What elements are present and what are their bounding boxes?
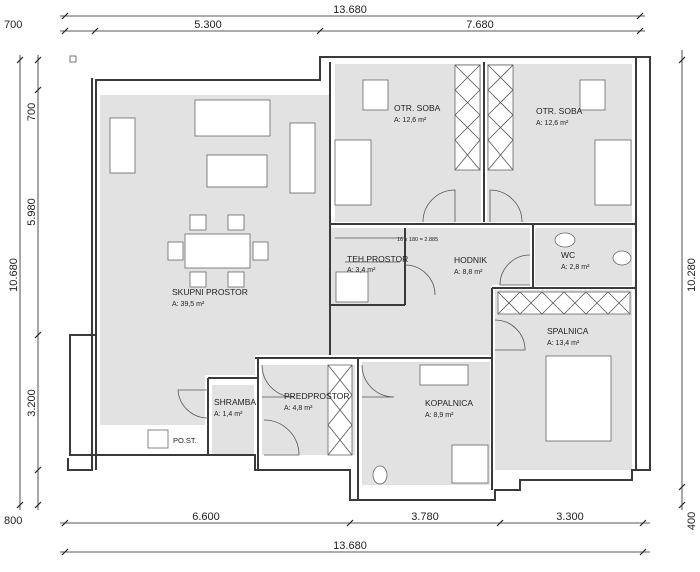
room-name: OTR. SOBA (536, 106, 583, 116)
armchair (289, 122, 316, 194)
wardrobe-1 (454, 64, 481, 171)
dim-left-total: 10.680 (8, 258, 20, 292)
room-name: SKUPNI PROSTOR (172, 287, 248, 297)
wardrobe-2 (487, 64, 514, 171)
room-name: PO.ST. (173, 436, 197, 445)
teh-unit (335, 271, 369, 303)
sink-double (419, 364, 469, 386)
desk-1 (362, 79, 389, 111)
room-name: SPALNICA (547, 326, 589, 336)
coffee-table (206, 154, 268, 188)
desk-2 (579, 79, 606, 111)
room-area: A: 4,8 m² (284, 405, 313, 412)
furniture (109, 64, 632, 485)
room-area: A: 8,8 m² (454, 269, 483, 276)
bed-1 (334, 139, 372, 206)
dim-right-total: 10.280 (686, 258, 698, 292)
wardrobe-3 (497, 291, 631, 315)
doors (177, 189, 531, 456)
dimension-lines: 13.680 700 5.300 7.680 10.680 700 5.980 … (4, 4, 698, 556)
room-name: SHRAMBA (214, 397, 256, 407)
dim-bottom-seg-3: 3.300 (556, 511, 584, 523)
room-area: A: 2,8 m² (561, 264, 590, 271)
walls (67, 56, 651, 501)
room-area: A: 12,6 m² (536, 120, 569, 127)
stair-note: 16 x 180 = 2.885 (397, 237, 438, 243)
dining-table (184, 233, 251, 269)
room-name: TEH.PROSTOR (347, 254, 408, 264)
shower (451, 444, 489, 484)
room-area: A: 3,4 m² (347, 267, 376, 274)
wc-sink (554, 232, 576, 248)
dim-bottom-seg-2: 3.780 (411, 511, 439, 523)
bed-2 (594, 139, 632, 206)
sofa (194, 99, 271, 137)
room-area: A: 13,4 m² (547, 340, 580, 347)
dim-top-seg-1: 5.300 (194, 19, 222, 31)
room-name: HODNIK (454, 255, 487, 265)
room-name: OTR. SOBA (394, 103, 441, 113)
dim-bottom-seg-1: 6.600 (192, 511, 220, 523)
double-bed (545, 355, 612, 442)
room-area: A: 39,5 m² (172, 301, 205, 308)
room-hodnik (330, 228, 530, 355)
dim-right-offset: 400 (686, 512, 698, 530)
dim-bottom-total: 13.680 (333, 540, 367, 552)
room-name: PREDPROSTOR (284, 391, 350, 401)
wardrobe-4 (327, 364, 353, 456)
toilet (372, 465, 388, 485)
room-name: WC (561, 250, 575, 260)
room-area: A: 12,6 m² (394, 117, 427, 124)
wc-toilet (612, 250, 632, 266)
fireplace (109, 117, 136, 174)
room-area: A: 1,4 m² (214, 411, 243, 418)
dim-left-seg-2: 5.980 (26, 198, 38, 226)
dim-top-offset: 700 (4, 19, 22, 31)
dim-top-seg-2: 7.680 (466, 19, 494, 31)
dim-top-total: 13.680 (333, 4, 367, 16)
dim-left-seg-4: 800 (4, 515, 22, 527)
room-labels: SKUPNI PROSTOR A: 39,5 m² OTR. SOBA A: 1… (172, 103, 590, 445)
room-area: A: 8,9 m² (425, 412, 454, 419)
room-shramba (212, 385, 254, 455)
dim-left-seg-3: 3.200 (26, 389, 38, 417)
dim-left-seg-1: 700 (26, 103, 38, 121)
room-name: KOPALNICA (425, 398, 473, 408)
post-sink (147, 429, 169, 449)
